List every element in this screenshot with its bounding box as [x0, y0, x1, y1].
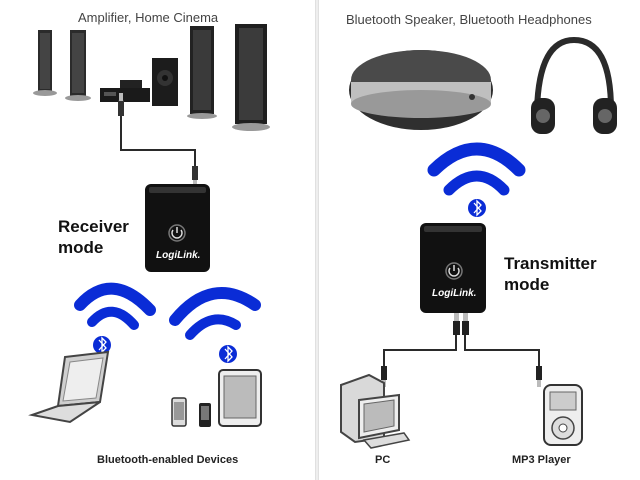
headphones-icon: [531, 36, 617, 134]
receiver-brand-label: LogiLink.: [156, 250, 201, 261]
receiver-panel-title: Amplifier, Home Cinema: [78, 10, 219, 25]
bluetooth-devices-label: Bluetooth-enabled Devices: [97, 454, 239, 466]
audio-cable: [381, 313, 542, 387]
mp3-player-icon: [543, 384, 583, 446]
transmitter-mode-line1: Transmitter: [504, 254, 597, 273]
wifi-waves-icon: [74, 282, 261, 340]
transmitter-brand-label: LogiLink.: [432, 288, 477, 299]
audio-cable: [118, 93, 198, 188]
logilink-transmitter-device: [420, 223, 486, 313]
receiver-mode-label: Receiver mode: [58, 216, 129, 258]
transmitter-mode-label: Transmitter mode: [504, 253, 597, 295]
panel-divider: [315, 0, 319, 480]
transmitter-panel-title: Bluetooth Speaker, Bluetooth Headphones: [346, 12, 592, 27]
mp3-player-label: MP3 Player: [512, 454, 571, 466]
pc-icon: [340, 373, 411, 449]
receiver-panel: Amplifier, Home Cinema: [0, 0, 315, 480]
receiver-diagram: [28, 24, 270, 427]
home-cinema-icon: [33, 24, 270, 131]
transmitter-diagram: [340, 36, 617, 449]
laptop-icon: [28, 350, 110, 424]
transmitter-mode-line2: mode: [504, 275, 550, 294]
logilink-receiver-device: [145, 184, 210, 272]
phone-icon: [171, 397, 211, 427]
receiver-mode-line1: Receiver: [58, 217, 129, 236]
transmitter-panel: Bluetooth Speaker, Bluetooth Headphones: [319, 0, 640, 480]
tablet-icon: [218, 369, 262, 427]
bluetooth-icon: [93, 336, 237, 363]
receiver-mode-line2: mode: [58, 238, 104, 257]
pc-label: PC: [375, 454, 391, 466]
wifi-waves-icon: [427, 142, 526, 196]
speaker-icon: [349, 50, 493, 130]
bluetooth-icon: [468, 199, 486, 217]
